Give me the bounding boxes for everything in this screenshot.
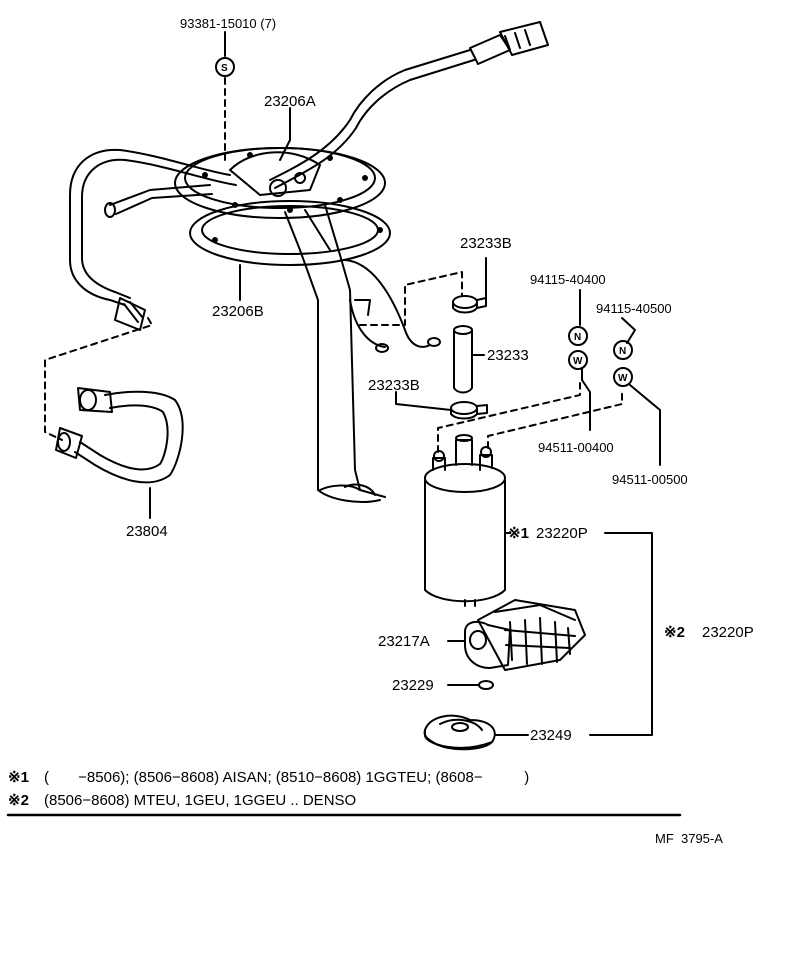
washer-symbol-1 [568, 350, 588, 370]
leader-23233B-bot [395, 391, 452, 411]
terminal-ring-a [427, 337, 441, 347]
label-23804: 23804 [126, 523, 168, 540]
figure-code: MF 3795-A [655, 831, 723, 846]
label-94511-00500: 94511-00500 [612, 472, 688, 487]
label-94115-40500: 94115-40500 [596, 301, 672, 316]
label-23233B-bottom: 23233B [368, 377, 420, 394]
note-2-marker: ※2 [8, 792, 29, 809]
marker-2-23220P: ※2 [664, 624, 685, 641]
symbol-w-1: W [573, 356, 583, 367]
note-2-text: (8506−8608) MTEU, 1GEU, 1GGEU .. DENSO [44, 792, 356, 809]
leader-dash-hose [44, 317, 153, 441]
screw-symbol [215, 57, 235, 77]
label-23233: 23233 [487, 347, 529, 364]
marker-1-23220P: ※1 [508, 525, 529, 542]
pump-bracket [284, 204, 386, 503]
terminal-ring-b [375, 343, 389, 353]
gasket-23206B [189, 200, 391, 266]
label-23220P-2: 23220P [702, 624, 754, 641]
leader-94511-00400 [581, 367, 591, 431]
hose-23233 [453, 325, 473, 394]
label-23220P-1: 23220P [536, 525, 588, 542]
label-94115-40400: 94115-40400 [530, 272, 606, 287]
note-1-text: ( −8506); (8506−8608) AISAN; (8510−8608)… [44, 769, 529, 786]
label-94511-00400: 94511-00400 [538, 440, 614, 455]
leader-dash-clamp [359, 271, 463, 326]
fuel-pump-23220P [424, 434, 506, 607]
label-23229: 23229 [392, 677, 434, 694]
label-23206B: 23206B [212, 303, 264, 320]
pump-filter-23217A [464, 599, 586, 671]
label-23217A: 23217A [378, 633, 430, 650]
symbol-n-1: N [574, 332, 581, 343]
label-23233B-top: 23233B [460, 235, 512, 252]
leader-dash-pump-2 [487, 389, 623, 449]
washer-23229 [478, 680, 494, 690]
label-23249: 23249 [530, 727, 572, 744]
wire-harness [269, 21, 549, 189]
leader-dash-pump-1 [437, 382, 581, 453]
fuel-pipe-23804-upper [69, 148, 237, 331]
nut-symbol-1 [568, 326, 588, 346]
fuel-hose-23804 [55, 387, 184, 484]
clamp-23233B-top [452, 295, 487, 314]
sender-wire [344, 259, 431, 348]
leader-bracket-23220P [589, 532, 653, 736]
note-1-marker: ※1 [8, 769, 29, 786]
leader-94115-40500 [621, 317, 636, 344]
nut-symbol-2 [613, 340, 633, 360]
leader-23206A [279, 107, 291, 161]
sender-wire-2 [349, 299, 386, 348]
symbol-w-2: W [618, 373, 628, 384]
symbol-s: S [221, 63, 228, 74]
label-93381-15010: 93381-15010 (7) [180, 16, 276, 31]
clamp-23233B-bottom [450, 401, 488, 420]
leader-94511-00500 [629, 384, 661, 466]
washer-symbol-2 [613, 367, 633, 387]
label-23206A: 23206A [264, 93, 316, 110]
cushion-23249 [423, 714, 496, 751]
symbol-n-2: N [619, 346, 626, 357]
